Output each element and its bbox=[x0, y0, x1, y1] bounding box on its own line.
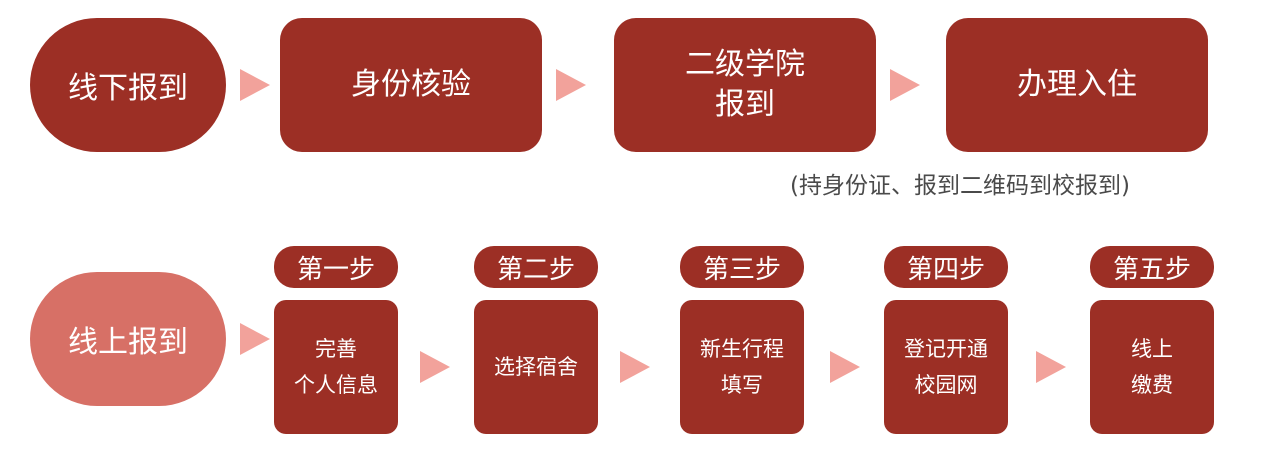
arrow-right-icon bbox=[890, 69, 920, 101]
arrow-right-icon bbox=[240, 69, 270, 101]
arrow-right-icon bbox=[240, 323, 270, 355]
offline-step-college-report: 二级学院 报到 bbox=[614, 18, 876, 152]
online-step-1-box: 完善 个人信息 bbox=[274, 300, 398, 434]
online-step-2-tag: 第二步 bbox=[474, 246, 598, 288]
online-step-5-tag: 第五步 bbox=[1090, 246, 1214, 288]
arrow-right-icon bbox=[420, 351, 450, 383]
offline-note: (持身份证、报到二维码到校报到) bbox=[790, 173, 1130, 199]
offline-start-node: 线下报到 bbox=[30, 18, 226, 152]
arrow-right-icon bbox=[620, 351, 650, 383]
arrow-right-icon bbox=[830, 351, 860, 383]
online-step-3-box: 新生行程 填写 bbox=[680, 300, 804, 434]
online-step-2-box: 选择宿舍 bbox=[474, 300, 598, 434]
online-start-node: 线上报到 bbox=[30, 272, 226, 406]
arrow-right-icon bbox=[556, 69, 586, 101]
offline-step-check-in: 办理入住 bbox=[946, 18, 1208, 152]
online-step-3-tag: 第三步 bbox=[680, 246, 804, 288]
online-step-4-box: 登记开通 校园网 bbox=[884, 300, 1008, 434]
arrow-right-icon bbox=[1036, 351, 1066, 383]
offline-step-identity-check: 身份核验 bbox=[280, 18, 542, 152]
online-step-5-box: 线上 缴费 bbox=[1090, 300, 1214, 434]
online-step-4-tag: 第四步 bbox=[884, 246, 1008, 288]
online-step-1-tag: 第一步 bbox=[274, 246, 398, 288]
